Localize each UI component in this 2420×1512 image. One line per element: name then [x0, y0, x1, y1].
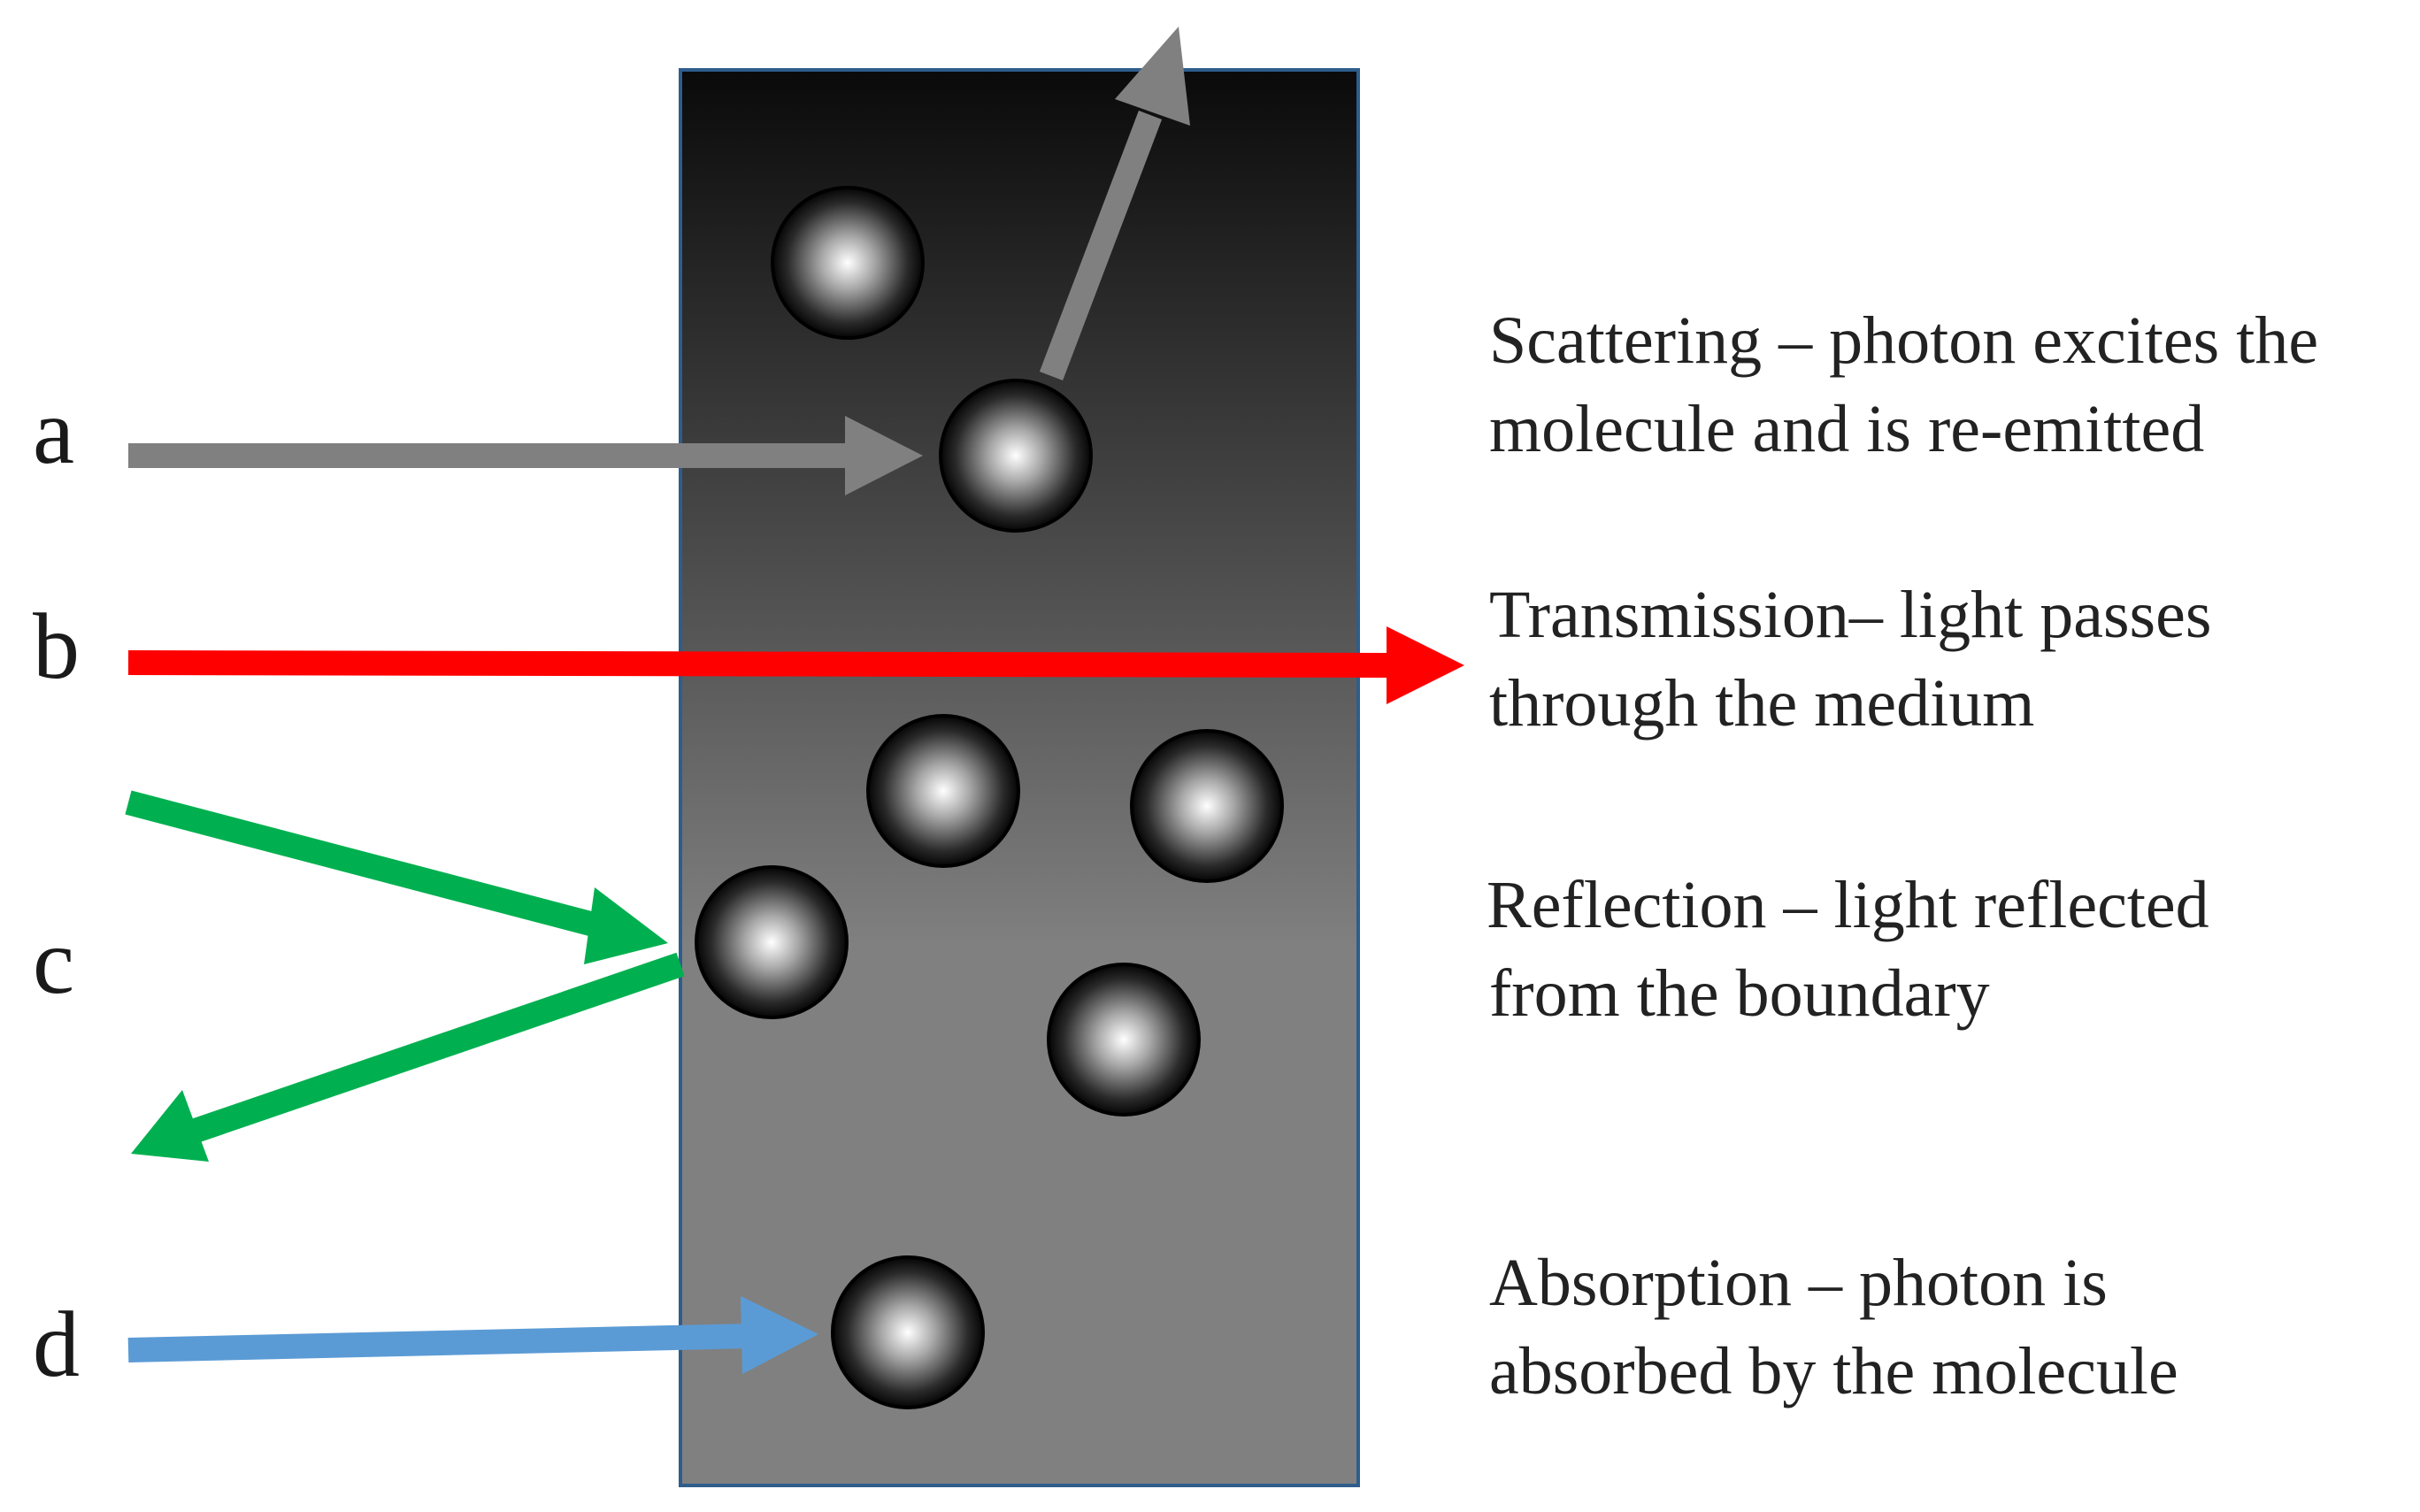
absorption-description-line-2: absorbed by the molecule [1489, 1334, 2178, 1408]
scattering-arrows [128, 27, 1190, 495]
molecule [831, 1255, 985, 1409]
scattering-outgoing-arrow-shaft [1039, 111, 1163, 380]
transmission-arrow-shaft [127, 650, 1394, 678]
case-letter-a: a [33, 380, 74, 483]
reflection-outgoing-arrow-shaft [186, 952, 685, 1145]
case-letter-d: d [33, 1293, 80, 1396]
reflection-outgoing-arrowhead [131, 1090, 209, 1162]
reflection-incoming-arrowhead [584, 887, 668, 964]
scattering-description-line-1: Scattering – photon excites the [1489, 303, 2318, 378]
reflection-description-line-1: Reflection – light reflected [1487, 868, 2209, 942]
transmission-description-line-2: through the medium [1489, 666, 2034, 741]
absorption-arrow-shaft [127, 1324, 751, 1362]
absorption-arrowhead [741, 1296, 818, 1374]
molecule [1047, 963, 1201, 1117]
molecule [771, 186, 925, 340]
scattering-outgoing-arrowhead [1115, 27, 1190, 126]
scattering-incoming-arrowhead [845, 416, 923, 495]
molecules [695, 186, 1284, 1409]
reflection-arrows [125, 790, 685, 1162]
reflection-description-line-2: from the boundary [1489, 956, 1990, 1031]
molecule [1130, 729, 1284, 883]
absorption-arrow [127, 1296, 818, 1374]
case-letter-b: b [33, 595, 80, 698]
molecule [866, 714, 1020, 868]
transmission-arrowhead [1387, 626, 1464, 704]
case-letter-c: c [33, 910, 74, 1013]
scattering-description-line-2: molecule and is re-emitted [1489, 392, 2204, 466]
absorption-description-line-1: Absorption – photon is [1489, 1246, 2108, 1320]
transmission-arrow [127, 626, 1464, 704]
transmission-description-line-1: Transmission– light passes [1489, 578, 2211, 652]
molecule [939, 379, 1093, 533]
reflection-incoming-arrow-shaft [125, 790, 614, 941]
molecule [695, 865, 849, 1019]
